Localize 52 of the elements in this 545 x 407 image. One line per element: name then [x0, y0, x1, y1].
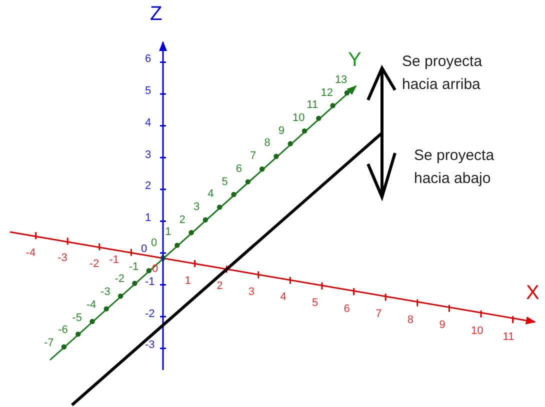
tick-label: 2 [216, 281, 223, 292]
tick-label: -3 [100, 287, 110, 298]
tick-label: -3 [145, 340, 155, 352]
note-text: Se proyecta hacia arriba [402, 52, 484, 96]
tick-label: 1 [145, 213, 152, 224]
tick-label: 6 [145, 54, 152, 66]
tick-label: 3 [145, 150, 152, 161]
tick-label: -1 [128, 262, 139, 273]
tick-label: 0 [151, 238, 158, 249]
tick-label: -1 [109, 255, 119, 266]
tick-label: -4 [26, 248, 36, 259]
tick-label: 3 [248, 286, 255, 298]
tick-label: 2 [145, 181, 152, 192]
tick-label: 7 [250, 151, 256, 162]
tick-label: 4 [208, 189, 214, 200]
axis-label: Y [348, 50, 362, 70]
tick-label: 0 [141, 244, 148, 255]
tick-label: -3 [58, 253, 68, 264]
tick-label: 5 [222, 176, 228, 188]
tick-label: -6 [58, 325, 68, 336]
note-text: Se proyecta hacia abajo [414, 146, 496, 190]
tick-label: 11 [502, 332, 514, 343]
tick-label: 9 [439, 320, 446, 332]
tick-label: 13 [334, 74, 348, 86]
tick-label: -1 [145, 276, 155, 288]
axis-label: Z [150, 4, 162, 24]
tick-label: 7 [376, 309, 382, 320]
tick-label: 11 [306, 100, 318, 112]
tick-label: 0 [152, 264, 158, 275]
tick-label: 6 [344, 304, 350, 315]
tick-label: 6 [236, 164, 242, 175]
tick-label: 5 [312, 298, 318, 309]
tick-label: 12 [320, 88, 334, 99]
tick-label: 10 [471, 326, 484, 337]
tick-label: -2 [114, 274, 124, 286]
tick-label: 4 [280, 292, 286, 304]
tick-label: 9 [278, 126, 284, 137]
tick-label: -4 [86, 300, 96, 311]
axis-label: X [526, 283, 540, 303]
tick-label: -7 [44, 338, 54, 349]
tick-label: 5 [145, 86, 152, 97]
tick-label: 8 [264, 138, 270, 150]
tick-label: -2 [145, 308, 155, 320]
tick-label: 4 [145, 118, 152, 129]
tick-label: 2 [179, 214, 186, 226]
tick-label: 1 [184, 276, 191, 287]
tick-label: -5 [72, 312, 82, 324]
tick-label: 8 [407, 314, 414, 326]
tick-label: 3 [193, 202, 200, 213]
tick-label: 1 [165, 227, 172, 238]
tick-label: 10 [292, 113, 305, 124]
tick-label: -2 [89, 258, 100, 270]
